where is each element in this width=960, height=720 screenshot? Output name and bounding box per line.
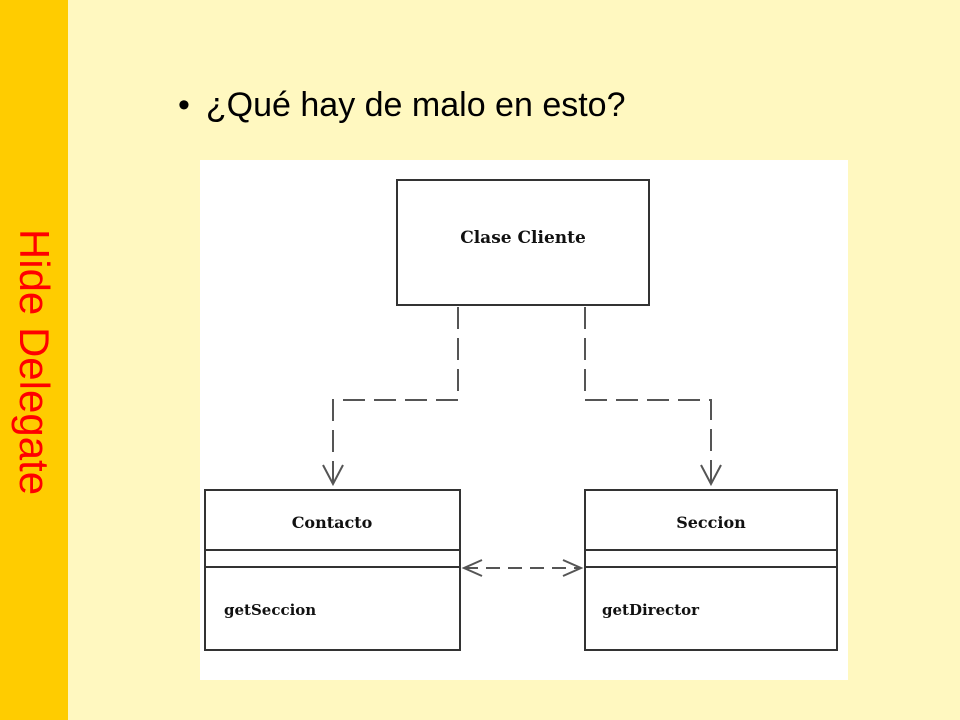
arrowhead-right-icon: [562, 559, 584, 577]
class-method-getdirector: getDirector: [602, 601, 700, 619]
bullet-item: • ¿Qué hay de malo en esto?: [178, 80, 626, 130]
arrowhead-contacto-icon: [322, 464, 344, 487]
dependency-cliente-seccion: [584, 307, 722, 487]
dependency-line-cliente-contacto: [332, 307, 459, 482]
uml-diagram: Clase Cliente Contacto getSeccion Seccio…: [200, 160, 848, 680]
class-method-getseccion: getSeccion: [224, 601, 316, 619]
class-name-contacto: Contacto: [292, 513, 373, 532]
class-box-contacto-frame: [204, 489, 461, 651]
bullet-dot-icon: •: [178, 85, 190, 124]
arrowhead-seccion-icon: [700, 464, 722, 487]
class-box-cliente-frame: [396, 179, 650, 306]
sidebar-title: Hide Delegate: [0, 0, 68, 720]
class-name-cliente: Clase Cliente: [460, 228, 586, 248]
dependency-contacto-seccion: [461, 559, 584, 577]
dependency-cliente-contacto: [322, 307, 459, 487]
class-box-seccion-frame: [584, 489, 838, 651]
sidebar-title-text: Hide Delegate: [11, 228, 58, 496]
class-box-cliente: Clase Cliente: [396, 179, 650, 306]
dependency-line-cliente-seccion: [584, 307, 712, 482]
bullet-text: ¿Qué hay de malo en esto?: [205, 85, 626, 124]
arrowhead-left-icon: [461, 559, 483, 577]
class-name-seccion: Seccion: [676, 513, 746, 532]
uml-diagram-svg: Clase Cliente Contacto getSeccion Seccio…: [204, 179, 838, 651]
class-box-seccion: Seccion getDirector: [584, 489, 838, 651]
class-box-contacto: Contacto getSeccion: [204, 489, 461, 651]
sidebar: [0, 0, 68, 720]
